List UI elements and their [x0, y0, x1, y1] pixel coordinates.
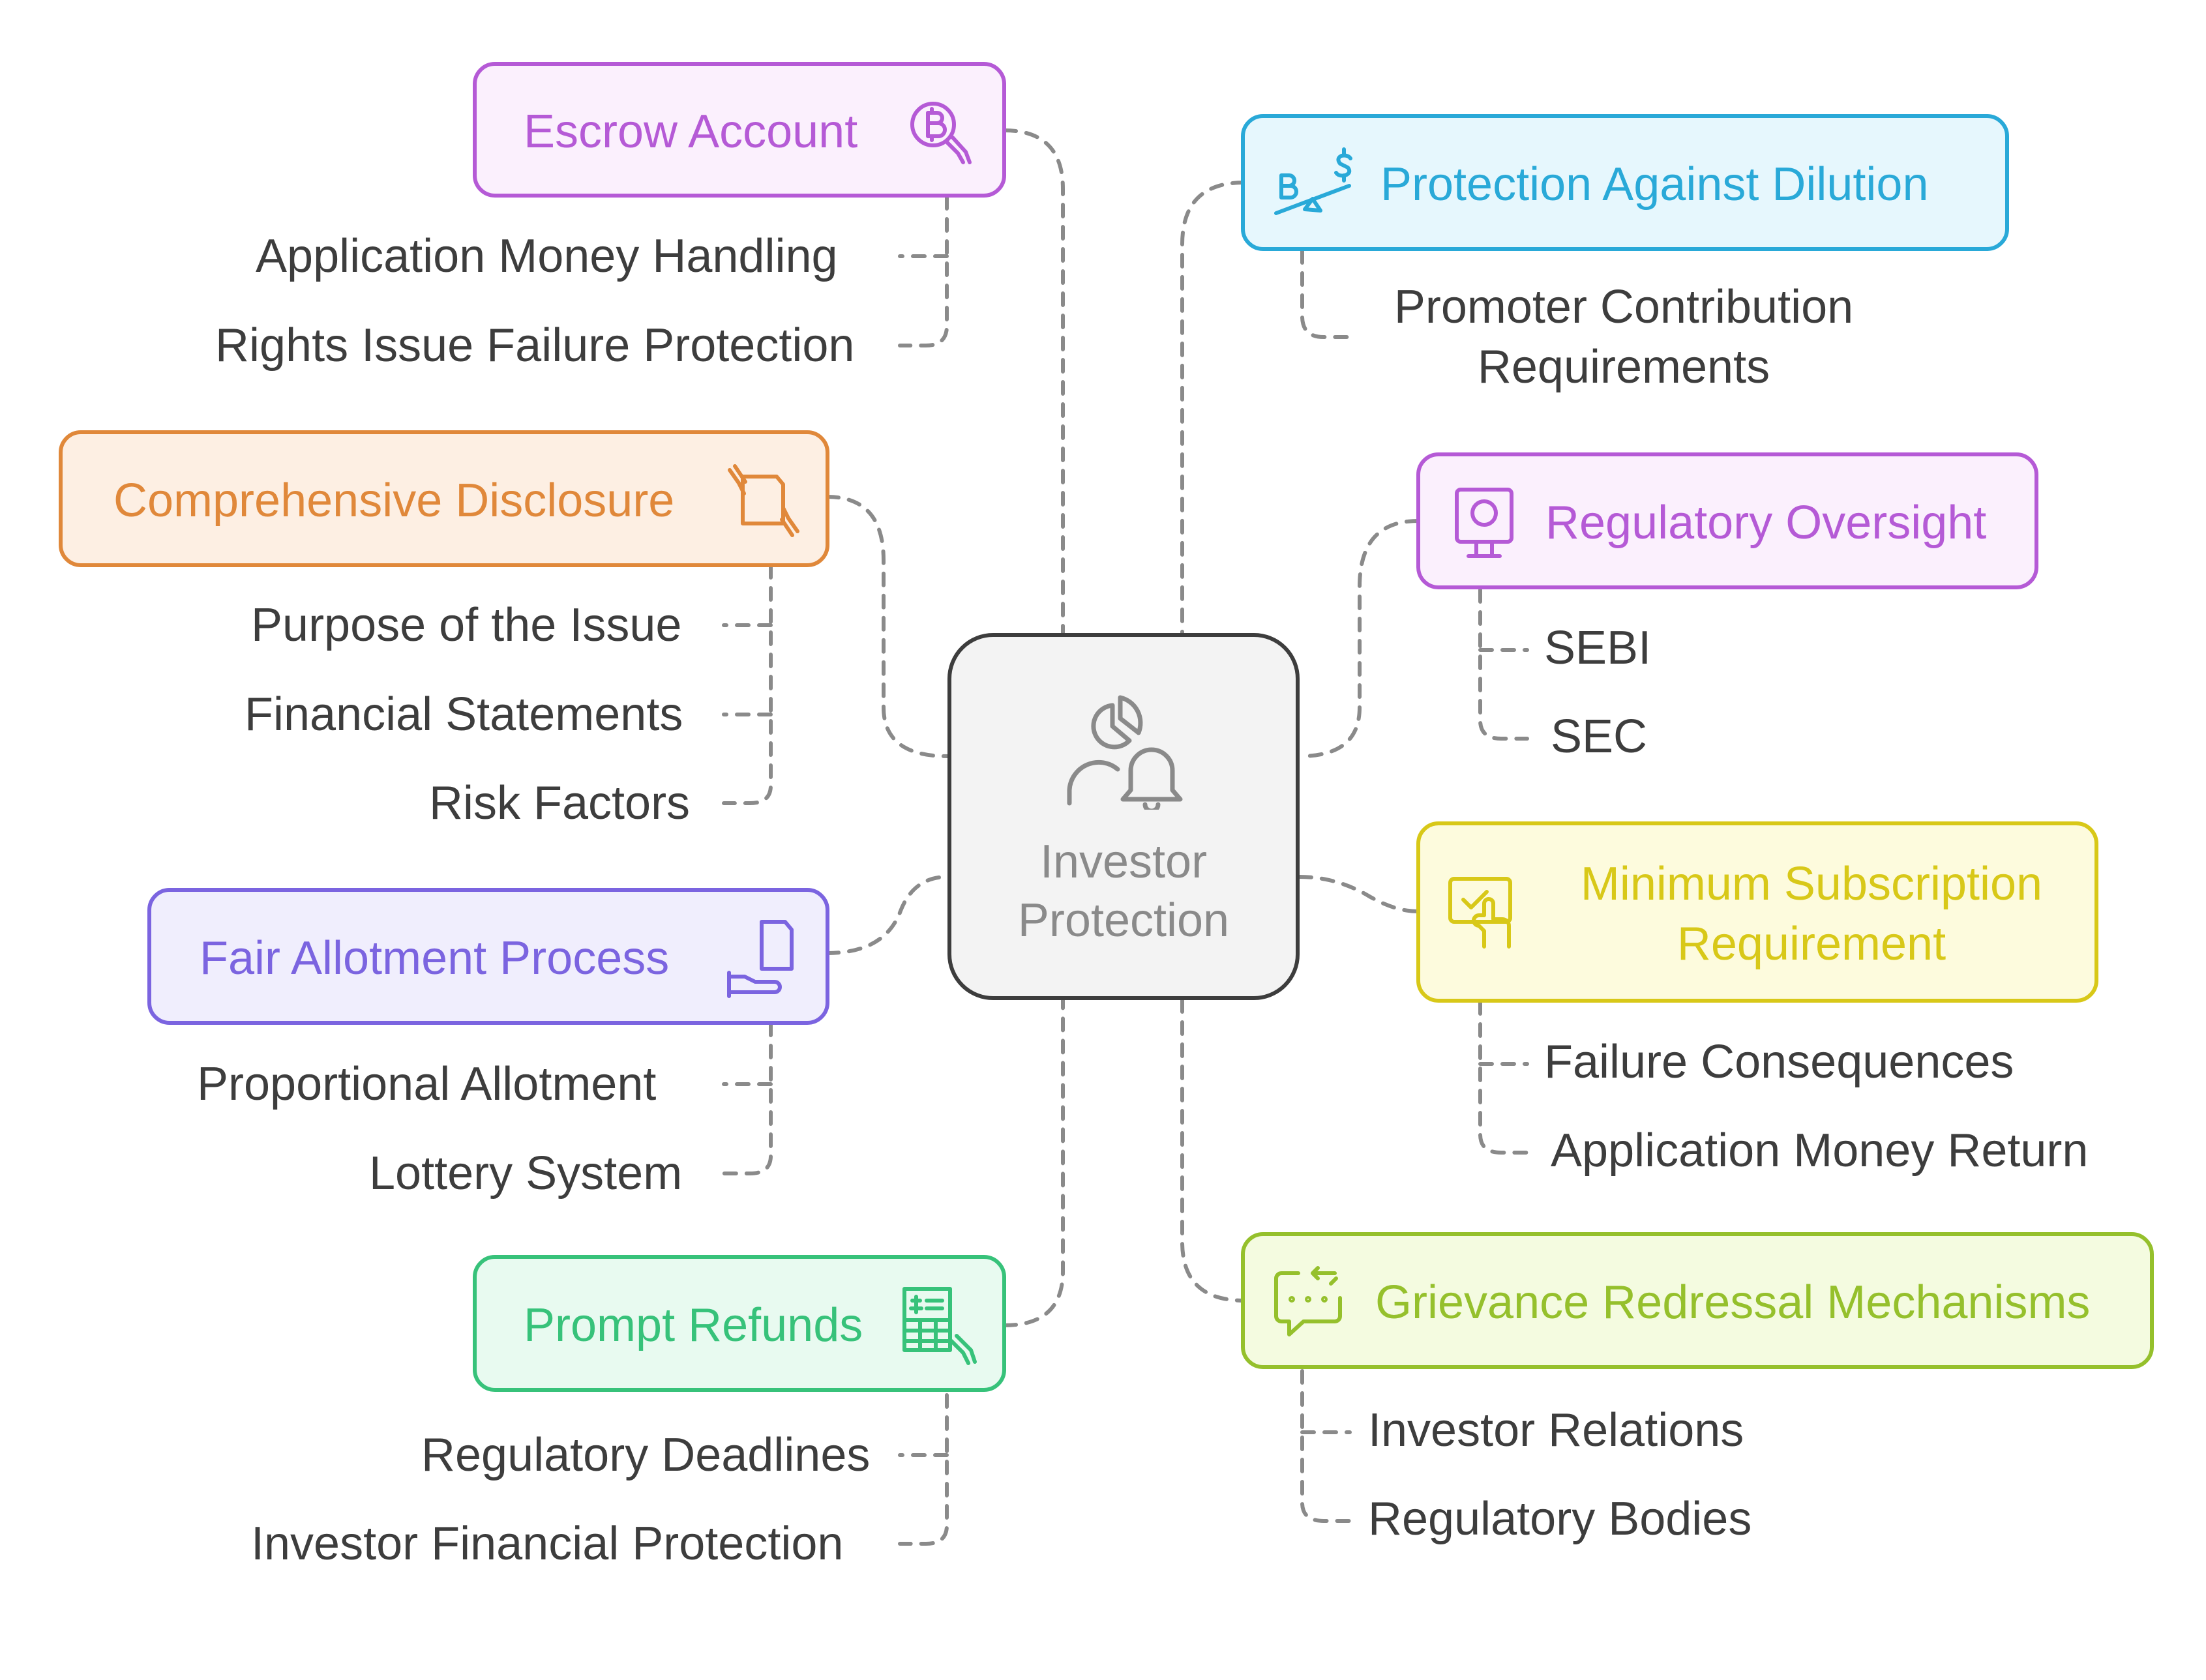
node-label: Comprehensive Disclosure	[113, 475, 675, 527]
sub-lottery-system: Lottery System	[369, 1147, 683, 1200]
seesaw-currency-icon	[1274, 147, 1352, 215]
sub-purpose-of-the-issue: Purpose of the Issue	[251, 599, 682, 651]
sub-financial-statements: Financial Statements	[245, 688, 683, 741]
node-grievance-redressal-mechanisms[interactable]: Grievance Redressal Mechanisms	[1241, 1232, 2154, 1369]
sub-rights-issue-failure-protection: Rights Issue Failure Protection	[215, 319, 855, 372]
bitcoin-hand-icon	[910, 102, 972, 164]
document-hands-icon	[728, 464, 799, 537]
sub-application-money-return: Application Money Return	[1551, 1125, 2089, 1177]
node-label: Prompt Refunds	[524, 1299, 863, 1351]
sub-regulatory-deadlines: Regulatory Deadlines	[421, 1429, 871, 1481]
node-label: Regulatory Oversight	[1545, 497, 1987, 549]
sub-regulatory-bodies: Regulatory Bodies	[1368, 1493, 1752, 1545]
sub-investor-relations: Investor Relations	[1368, 1404, 1744, 1456]
sub-promoter-contribution-requirements: Promoter Contribution Requirements	[1394, 281, 1854, 393]
node-label: Grievance Redressal Mechanisms	[1375, 1276, 2091, 1329]
sub-proportional-allotment: Proportional Allotment	[197, 1058, 657, 1110]
connector-refunds	[1002, 998, 1065, 1327]
node-comprehensive-disclosure[interactable]: Comprehensive Disclosure	[59, 430, 829, 567]
node-prompt-refunds[interactable]: Prompt Refunds	[473, 1255, 1006, 1392]
connector-minimum	[1298, 875, 1420, 913]
connector-escrow	[1002, 128, 1065, 635]
hand-document-icon	[727, 920, 794, 998]
connector-allotment	[825, 875, 949, 955]
sub-sebi: SEBI	[1544, 622, 1652, 674]
connector-disclosure	[825, 495, 949, 758]
connector-dilution	[1180, 181, 1246, 635]
node-minimum-subscription-requirement[interactable]: Minimum Subscription Requirement	[1416, 821, 2098, 1003]
investor-alert-icon	[1067, 695, 1183, 810]
connector-oversight	[1298, 519, 1420, 758]
sub-application-money-handling: Application Money Handling	[256, 230, 838, 282]
node-label: Escrow Account	[524, 106, 858, 158]
node-escrow-account[interactable]: Escrow Account	[473, 62, 1006, 198]
center-title: Investor Protection	[1017, 836, 1230, 947]
chat-dots-icon	[1274, 1266, 1342, 1336]
invoice-hand-icon	[902, 1287, 977, 1365]
connector-grievance	[1180, 998, 1246, 1303]
monitor-webcam-icon	[1455, 488, 1513, 558]
checkbox-touch-icon	[1448, 877, 1512, 949]
center-node[interactable]: Investor Protection	[947, 633, 1300, 1000]
node-fair-allotment-process[interactable]: Fair Allotment Process	[147, 888, 829, 1025]
sub-failure-consequences: Failure Consequences	[1544, 1036, 2014, 1088]
node-label: Minimum Subscription Requirement	[1580, 858, 2043, 970]
node-protection-against-dilution[interactable]: Protection Against Dilution	[1241, 114, 2009, 251]
node-regulatory-oversight[interactable]: Regulatory Oversight	[1416, 452, 2038, 589]
node-label: Fair Allotment Process	[200, 932, 670, 984]
sub-risk-factors: Risk Factors	[429, 777, 691, 829]
sub-sec: SEC	[1551, 711, 1648, 763]
sub-investor-financial-protection: Investor Financial Protection	[251, 1518, 844, 1570]
node-label: Protection Against Dilution	[1380, 158, 1929, 211]
